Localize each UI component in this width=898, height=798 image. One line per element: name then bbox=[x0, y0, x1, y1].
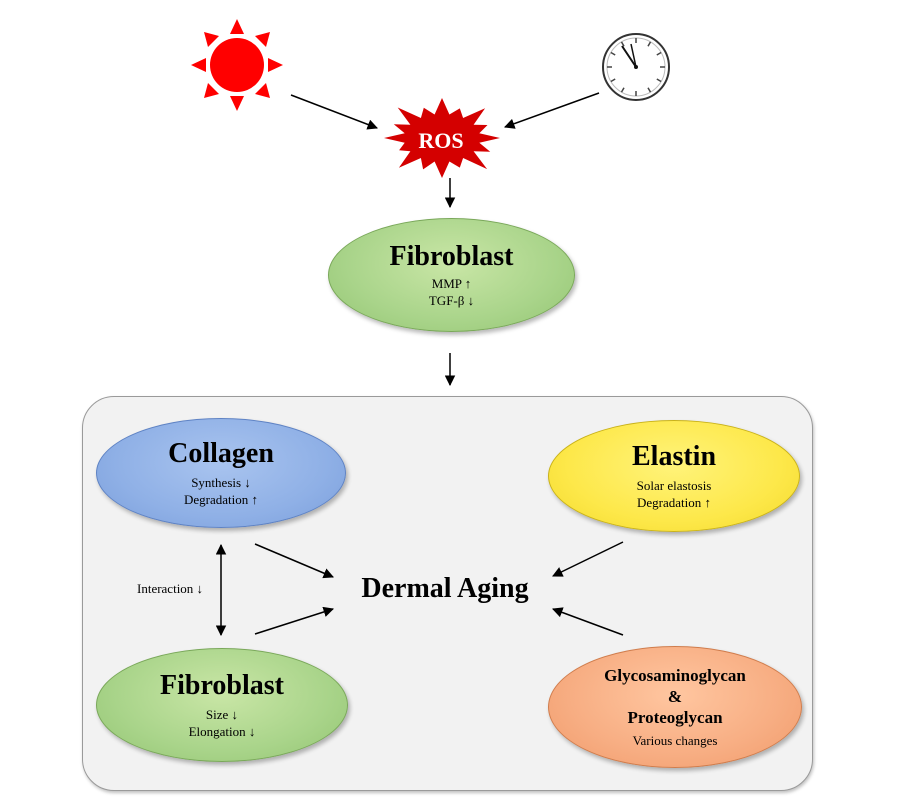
dermal-aging-label: Dermal Aging bbox=[361, 573, 529, 604]
elastin-title: Elastin bbox=[631, 441, 717, 472]
fibroblast-top-node: Fibroblast MMP ↑ TGF-β ↓ bbox=[328, 218, 575, 332]
interaction-label: Interaction ↓ bbox=[137, 581, 204, 596]
gag-title-line1: Glycosaminoglycan bbox=[604, 666, 746, 685]
elastin-solar-elastosis: Solar elastosis bbox=[636, 478, 712, 493]
elastin-degradation: Degradation ↑ bbox=[636, 495, 711, 510]
collagen-title: Collagen bbox=[168, 438, 274, 469]
fibroblast-dermal-title: Fibroblast bbox=[160, 670, 284, 701]
fibroblast-top-mmp: MMP ↑ bbox=[431, 276, 472, 291]
collagen-node: Collagen Synthesis ↓ Degradation ↑ bbox=[96, 418, 346, 528]
gag-various-changes: Various changes bbox=[632, 733, 718, 748]
fibroblast-top-tgf: TGF-β ↓ bbox=[428, 293, 475, 308]
gag-title-line3: Proteoglycan bbox=[627, 708, 723, 727]
collagen-synthesis: Synthesis ↓ bbox=[191, 475, 251, 490]
elastin-node: Elastin Solar elastosis Degradation ↑ bbox=[548, 420, 800, 532]
collagen-degradation: Degradation ↑ bbox=[183, 492, 258, 507]
fibroblast-elongation: Elongation ↓ bbox=[188, 724, 256, 739]
gag-title-ampersand: & bbox=[667, 687, 683, 706]
fibroblast-size: Size ↓ bbox=[205, 707, 239, 722]
fibroblast-top-title: Fibroblast bbox=[389, 241, 514, 272]
gag-node: Glycosaminoglycan & Proteoglycan Various… bbox=[548, 646, 802, 768]
fibroblast-dermal-node: Fibroblast Size ↓ Elongation ↓ bbox=[96, 648, 348, 762]
